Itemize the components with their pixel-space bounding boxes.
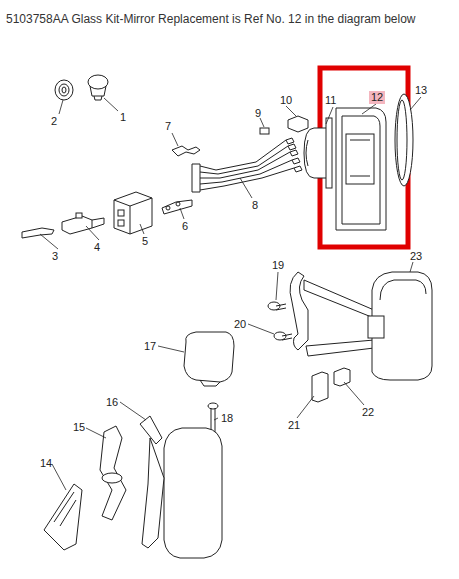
grommet	[55, 80, 73, 100]
callout-number: 18	[221, 412, 233, 425]
small-clip	[260, 128, 269, 134]
screw	[274, 332, 292, 340]
retainer	[288, 116, 308, 132]
plug	[88, 75, 108, 100]
callout-number: 11	[325, 94, 336, 107]
mirror-back	[395, 94, 413, 186]
callout-number: 1	[120, 111, 126, 124]
highlight-region: 11 12	[320, 68, 408, 247]
callout-number: 16	[106, 396, 118, 409]
clip	[312, 372, 328, 402]
callout-number: 2	[51, 115, 57, 128]
pivot	[102, 473, 122, 483]
callout-number: 23	[410, 250, 422, 263]
cover	[184, 332, 234, 386]
clip	[172, 146, 200, 156]
connector	[62, 213, 104, 234]
leader-line	[40, 97, 421, 490]
motor	[304, 118, 332, 188]
callout-number: 4	[94, 241, 100, 254]
connector	[162, 200, 192, 214]
callout-number: 14	[40, 457, 52, 470]
mirror-arm	[290, 272, 432, 380]
screw	[268, 302, 286, 310]
mirror-glass	[336, 108, 386, 230]
wire-harness	[192, 138, 302, 192]
mirror-head	[140, 416, 222, 558]
callout-number: 7	[165, 120, 171, 133]
callout-number: 5	[142, 235, 148, 248]
callout-number: 9	[255, 107, 261, 120]
callout-number: 20	[234, 318, 246, 331]
callout-number: 21	[288, 419, 300, 432]
callout-number: 22	[362, 406, 374, 419]
terminal	[22, 228, 54, 238]
callout-number: 12	[369, 91, 385, 104]
bracket	[100, 426, 126, 520]
connector-housing	[114, 192, 152, 234]
highlight-box	[320, 68, 408, 247]
callout-number: 3	[52, 250, 58, 263]
base	[44, 484, 82, 550]
callout-number: 17	[144, 340, 156, 353]
clip	[334, 368, 350, 386]
callout-number: 15	[73, 421, 85, 434]
callout-number: 13	[415, 84, 427, 97]
page-title: 5103758AA Glass Kit-Mirror Replacement i…	[6, 12, 416, 26]
callout-number: 19	[272, 259, 284, 272]
callout-number: 6	[182, 220, 188, 233]
base-detail	[54, 492, 76, 526]
callout-number: 10	[280, 94, 292, 107]
callout-number: 8	[252, 199, 258, 212]
